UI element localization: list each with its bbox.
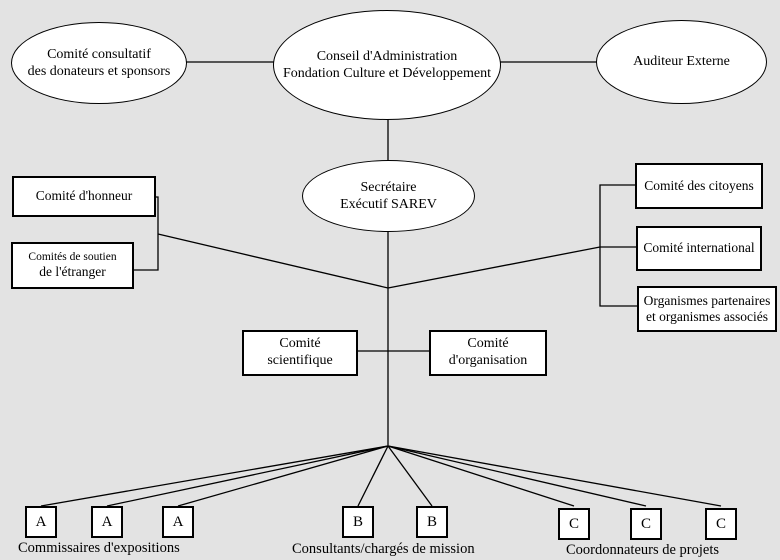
donors-committee-node: Comité consultatif des donateurs et spon… xyxy=(11,22,187,104)
international-committee-node: Comité international xyxy=(636,226,762,271)
scientific-committee-node: Comité scientifique xyxy=(242,330,358,376)
donors-line-1: Comité consultatif xyxy=(47,46,151,62)
donors-line-2: des donateurs et sponsors xyxy=(27,64,171,79)
organisation-line-1: Comité xyxy=(467,336,509,352)
scientific-line-2: scientifique xyxy=(267,353,333,368)
honour-label: Comité d'honneur xyxy=(35,188,133,204)
coordinateur-box: C xyxy=(558,508,590,540)
citizens-label: Comité des citoyens xyxy=(644,177,754,193)
commissaires-label: Commissaires d'expositions xyxy=(18,540,180,556)
board-node: Conseil d'Administration Fondation Cultu… xyxy=(273,10,501,120)
secretary-line-2: Exécutif SAREV xyxy=(340,197,437,212)
citizens-committee-node: Comité des citoyens xyxy=(635,163,763,209)
consultants-label: Consultants/chargés de mission xyxy=(292,541,475,557)
consultant-box: B xyxy=(342,506,374,538)
honour-committee-node: Comité d'honneur xyxy=(12,176,156,217)
commissaire-box: A xyxy=(25,506,57,538)
secretary-line-1: Secrétaire xyxy=(360,179,417,195)
support-line-1: Comités de soutien xyxy=(28,250,117,263)
partners-node: Organismes partenaires et organismes ass… xyxy=(637,286,777,332)
secretary-node: Secrétaire Exécutif SAREV xyxy=(302,160,475,232)
coordinateur-box: C xyxy=(705,508,737,540)
support-line-2: de l'étranger xyxy=(39,264,106,280)
support-committees-node: Comités de soutien de l'étranger xyxy=(11,242,134,289)
international-label: Comité international xyxy=(643,240,755,256)
coordonnateurs-label: Coordonnateurs de projets xyxy=(566,542,720,558)
auditor-node: Auditeur Externe xyxy=(596,20,767,104)
commissaire-box: A xyxy=(162,506,194,538)
organisation-line-2: d'organisation xyxy=(448,353,528,368)
partners-line-2: et organismes associés xyxy=(646,309,768,324)
organisation-committee-node: Comité d'organisation xyxy=(429,330,547,376)
partners-line-1: Organismes partenaires xyxy=(643,292,771,308)
commissaire-box: A xyxy=(91,506,123,538)
board-line-1: Conseil d'Administration xyxy=(316,48,458,64)
coordinateur-box: C xyxy=(630,508,662,540)
scientific-line-1: Comité xyxy=(279,336,321,352)
consultant-box: B xyxy=(416,506,448,538)
auditor-label: Auditeur Externe xyxy=(633,54,730,70)
board-line-2: Fondation Culture et Développement xyxy=(282,66,491,81)
